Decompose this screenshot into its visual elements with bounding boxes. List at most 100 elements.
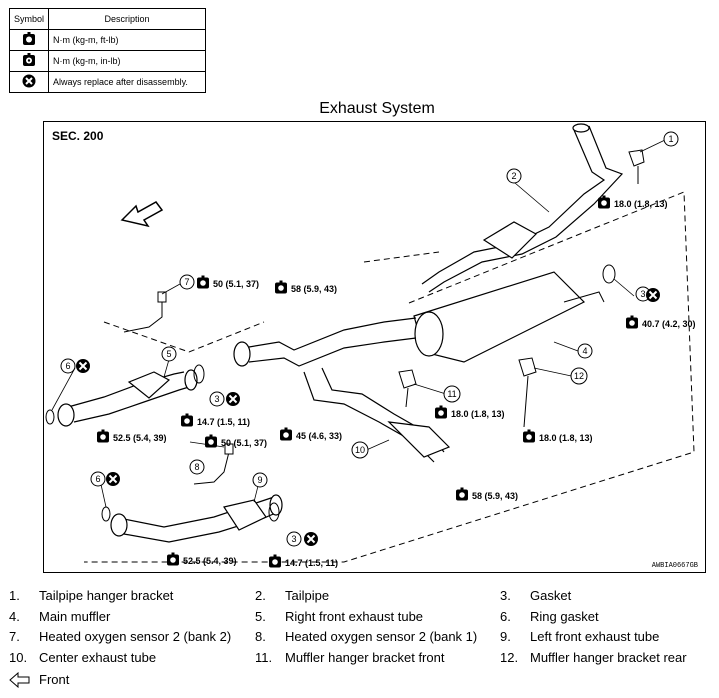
center-exhaust-tube (233, 317, 451, 463)
legend-row-text: N·m (kg-m, in-lb) (48, 50, 206, 72)
svg-text:6: 6 (65, 361, 70, 371)
callout-2: 2 (506, 168, 522, 184)
torque-wrench-nm-icon (167, 552, 179, 566)
torque-left-front-flange: 14.7 (1.5, 11) (269, 554, 338, 568)
torque-wrench-nm-icon (280, 427, 292, 441)
callout-12: 12 (570, 367, 588, 385)
callout-3-left-front: 3 (286, 531, 302, 547)
front-label: Front (39, 672, 70, 687)
front-arrow-icon (9, 671, 30, 689)
svg-text:7: 7 (184, 277, 189, 287)
legend-row-text: N·m (kg-m, ft-lb) (48, 29, 206, 51)
torque-tailpipe-bracket: 18.0 (1.8, 13) (598, 195, 668, 209)
svg-text:52.5 (5.4, 39): 52.5 (5.4, 39) (183, 556, 237, 566)
svg-text:12: 12 (574, 371, 584, 381)
exhaust-diagram: SEC. 200 (45, 123, 698, 570)
svg-text:8: 8 (194, 462, 199, 472)
gasket (193, 364, 205, 384)
svg-text:18.0 (1.8, 13): 18.0 (1.8, 13) (451, 409, 505, 419)
svg-text:5: 5 (166, 349, 171, 359)
torque-right-front-flange: 14.7 (1.5, 11) (181, 413, 250, 427)
replace-x-icon (645, 287, 661, 303)
gasket (268, 502, 280, 522)
torque-wrench-nm-icon (523, 429, 535, 443)
svg-text:4: 4 (582, 346, 587, 356)
callout-8: 8 (189, 459, 205, 475)
callout-5: 5 (161, 346, 177, 362)
svg-text:18.0 (1.8, 13): 18.0 (1.8, 13) (614, 199, 668, 209)
callout-10: 10 (351, 441, 369, 459)
torque-wrench-nm-icon (269, 554, 281, 568)
torque-wrench-nm-icon (275, 280, 287, 294)
callouts: 1 2 3 4 5 6 7 8 9 10 11 12 3 6 3 (60, 131, 679, 547)
callout-1: 1 (663, 131, 679, 147)
page-title: Exhaust System (319, 100, 435, 117)
torque-muffler-bracket-front: 18.0 (1.8, 13) (435, 405, 505, 419)
torque-wrench-nm-icon (456, 487, 468, 501)
callout-4: 4 (577, 343, 593, 359)
svg-text:40.7 (4.2, 30): 40.7 (4.2, 30) (642, 319, 696, 329)
svg-text:50 (5.1, 37): 50 (5.1, 37) (213, 279, 259, 289)
svg-text:14.7 (1.5, 11): 14.7 (1.5, 11) (285, 558, 338, 568)
svg-text:45 (4.6, 33): 45 (4.6, 33) (296, 431, 342, 441)
muffler-hanger-bracket-rear (518, 357, 537, 428)
svg-text:3: 3 (291, 534, 296, 544)
svg-text:3: 3 (214, 394, 219, 404)
torque-muffler-bracket-rear: 18.0 (1.8, 13) (523, 429, 593, 443)
svg-text:52.5 (5.4, 39): 52.5 (5.4, 39) (113, 433, 167, 443)
torque-wrench-nm-icon (205, 434, 217, 448)
oxygen-sensor-bank2 (123, 291, 167, 333)
svg-text:2: 2 (511, 171, 516, 181)
gasket (602, 264, 616, 284)
replace-x-icon (105, 471, 121, 487)
torque-right-front-nut: 52.5 (5.4, 39) (97, 429, 167, 443)
torque-wrench-nm-icon (181, 413, 193, 427)
callout-9: 9 (252, 472, 268, 488)
muffler-hanger-bracket-front (398, 369, 417, 408)
front-legend: Front (9, 671, 69, 691)
svg-text:3: 3 (640, 289, 645, 299)
right-front-exhaust-tube (57, 369, 198, 427)
svg-text:14.7 (1.5, 11): 14.7 (1.5, 11) (197, 417, 250, 427)
description-header: Description (48, 8, 206, 30)
callout-3-right-front: 3 (209, 391, 225, 407)
torque-sensor-bank2: 50 (5.1, 37) (197, 275, 259, 289)
torque-wrench-nm-icon (626, 315, 638, 329)
tailpipe (421, 123, 624, 293)
torque-labels: 18.0 (1.8, 13) 50 (5.1, 37) 58 (5.9, 43)… (97, 195, 696, 568)
main-muffler (413, 271, 605, 363)
svg-text:50 (5.1, 37): 50 (5.1, 37) (221, 438, 267, 448)
section-label: SEC. 200 (52, 129, 104, 143)
torque-center-front: 58 (5.9, 43) (275, 280, 337, 294)
replace-x-icon (225, 391, 241, 407)
replace-x-icon (8, 71, 50, 93)
torque-wrench-nm-icon (97, 429, 109, 443)
torque-sensor-bank1: 50 (5.1, 37) (205, 434, 267, 448)
svg-text:9: 9 (257, 475, 262, 485)
svg-text:58 (5.9, 43): 58 (5.9, 43) (472, 491, 518, 501)
diagram-frame: SEC. 200 (43, 121, 706, 573)
callout-6-left: 6 (90, 471, 106, 487)
callout-7: 7 (179, 274, 195, 290)
svg-text:6: 6 (95, 474, 100, 484)
torque-left-front-nut: 52.5 (5.4, 39) (167, 552, 237, 566)
torque-wrench-nm-icon (8, 29, 50, 51)
left-front-exhaust-tube (110, 494, 283, 543)
torque-wrench-inlb-icon (8, 50, 50, 72)
svg-text:18.0 (1.8, 13): 18.0 (1.8, 13) (539, 433, 593, 443)
torque-muffler-flange: 40.7 (4.2, 30) (626, 315, 696, 329)
symbol-legend-table: Symbol Description N·m (kg-m, ft-lb) N·m… (8, 8, 206, 93)
torque-center-rear: 58 (5.9, 43) (456, 487, 518, 501)
tailpipe-hanger-bracket (628, 149, 645, 184)
svg-text:58 (5.9, 43): 58 (5.9, 43) (291, 284, 337, 294)
callout-6: 6 (60, 358, 76, 374)
ring-gasket (101, 506, 111, 522)
svg-text:10: 10 (355, 445, 365, 455)
torque-wrench-nm-icon (435, 405, 447, 419)
ring-gasket (45, 409, 55, 425)
torque-wrench-nm-icon (197, 275, 209, 289)
front-arrow-icon (120, 201, 164, 228)
symbol-header: Symbol (8, 8, 50, 30)
callout-11: 11 (443, 385, 461, 403)
replace-x-icon (303, 531, 319, 547)
